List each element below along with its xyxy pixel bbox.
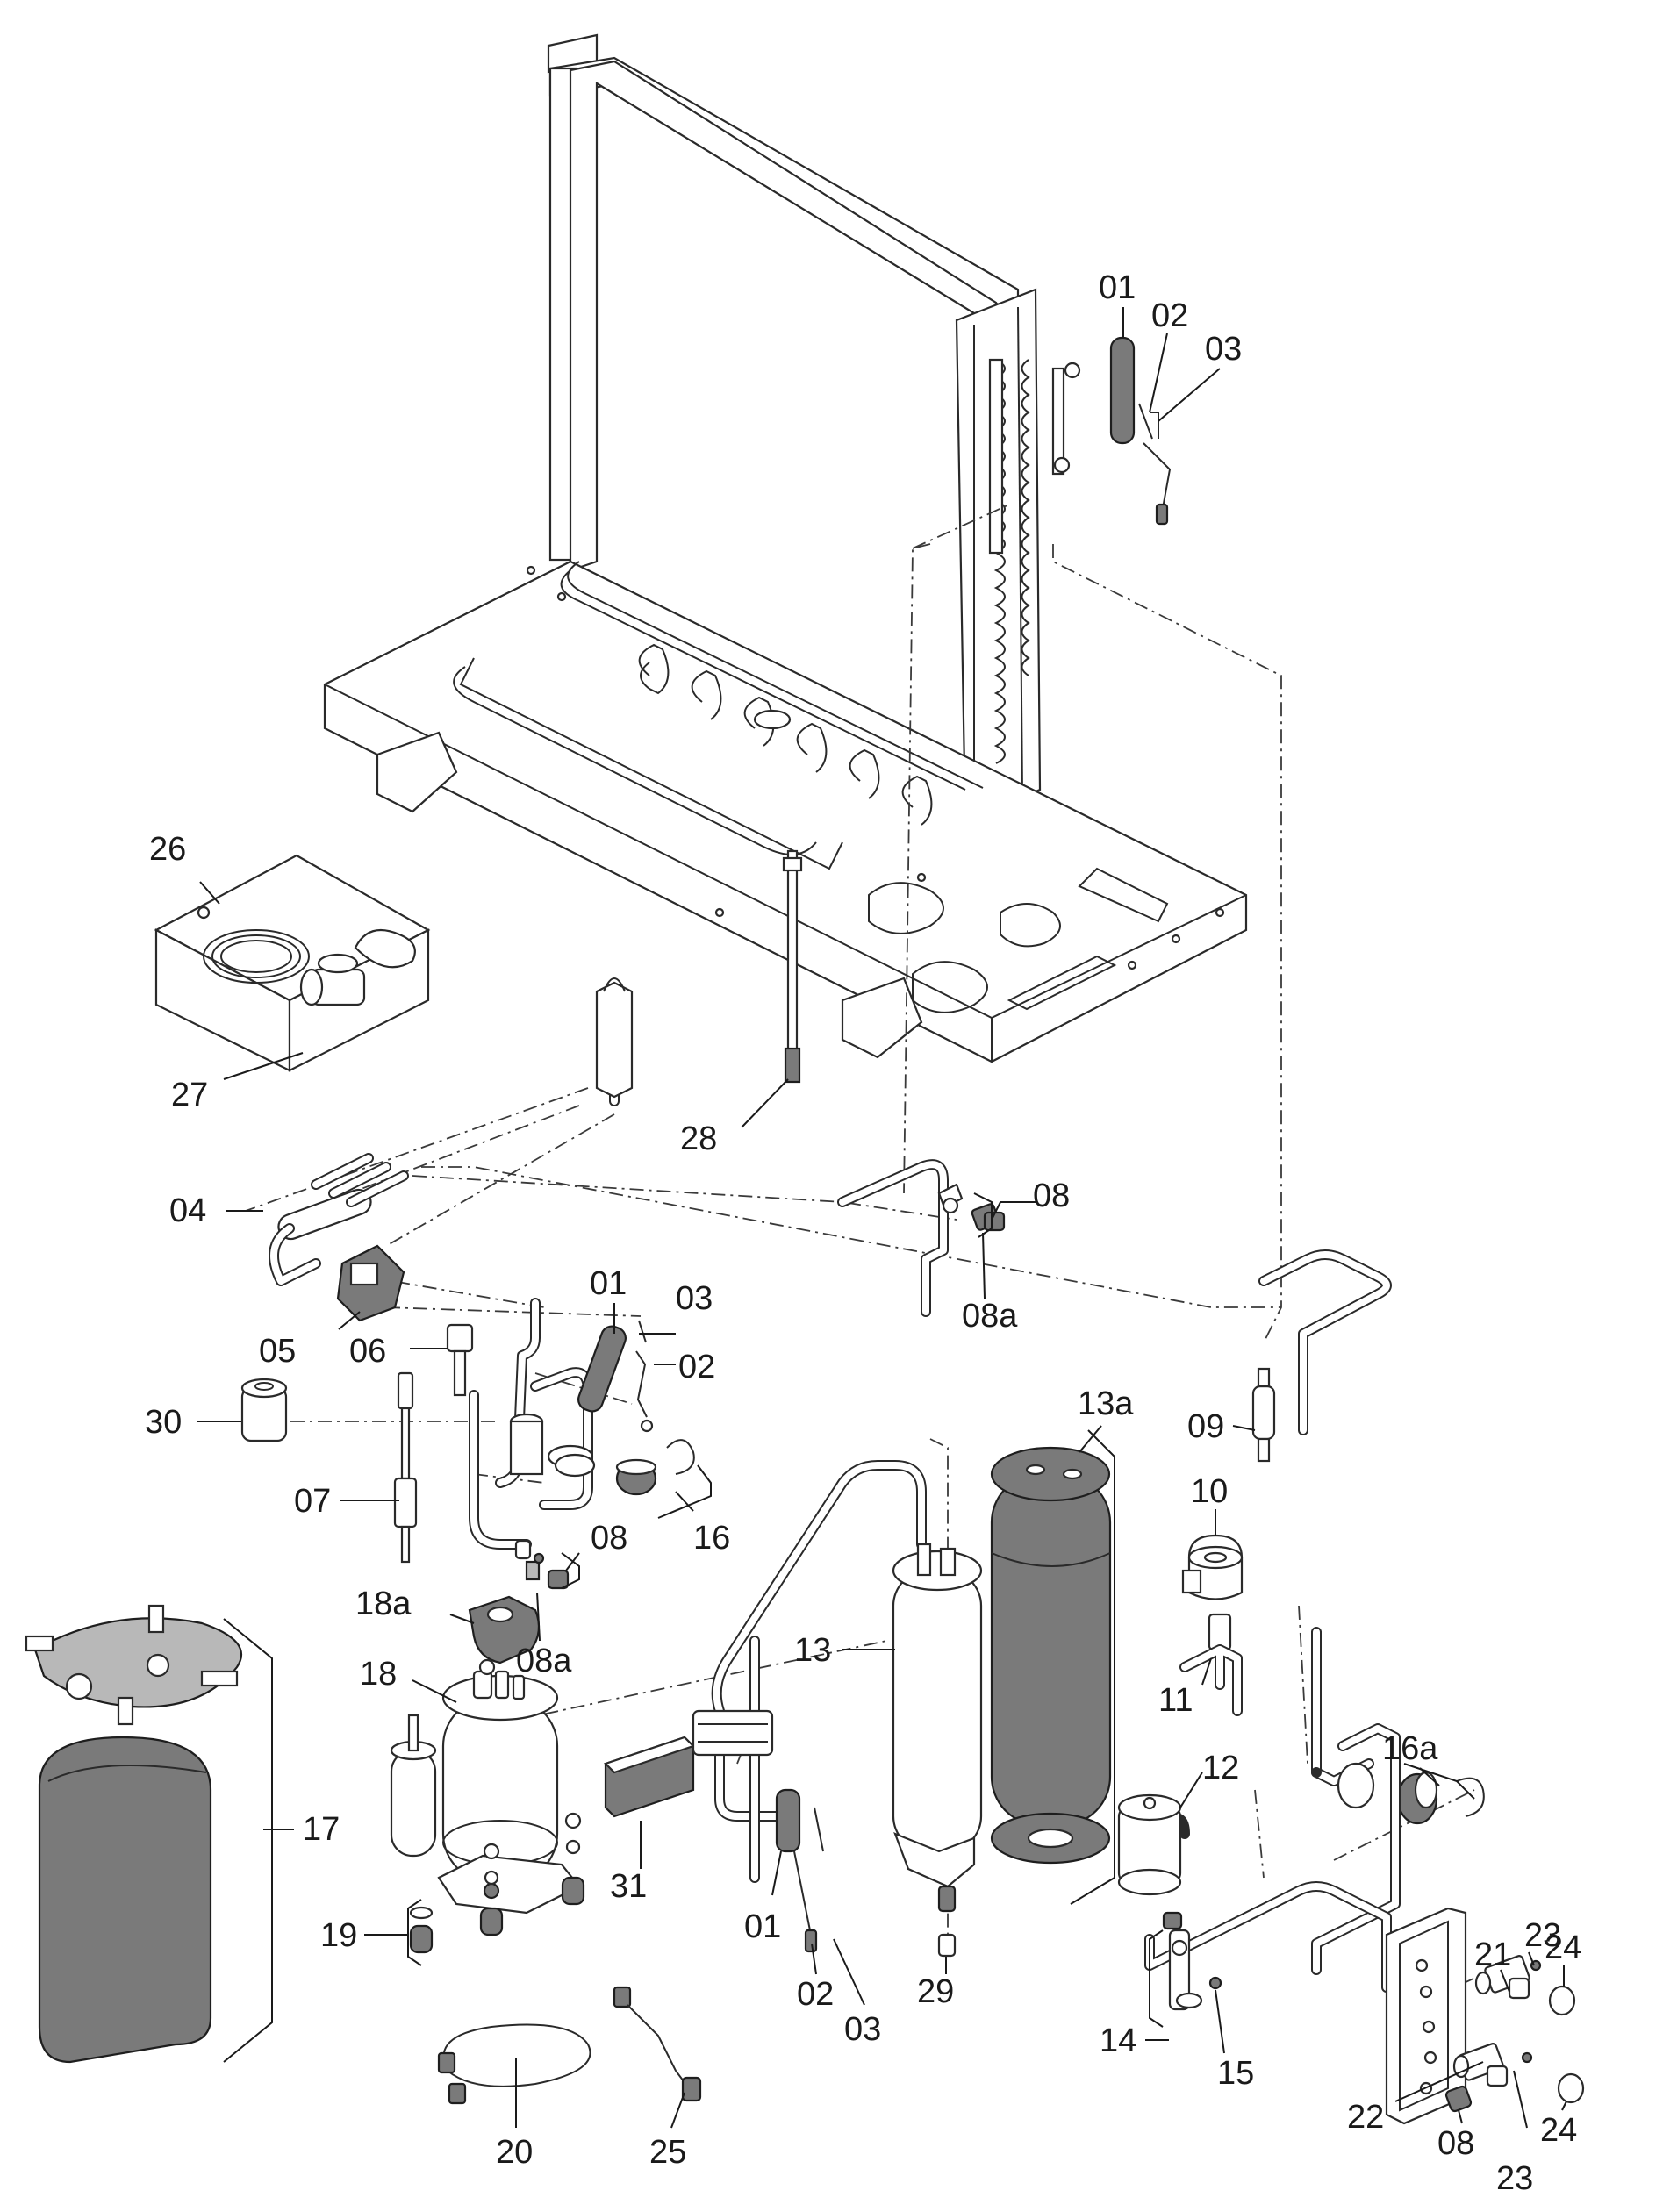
wire-harness-20: [437, 2023, 591, 2105]
terminal-cover-18a: [468, 1595, 541, 1664]
insulation-13a: [990, 1446, 1112, 1865]
right-tubing: [1136, 1627, 1401, 1993]
callout-21: 21: [1474, 1936, 1511, 1973]
callout-08a-upper: 08a: [962, 1298, 1018, 1335]
callout-08-upper: 08: [1033, 1178, 1070, 1214]
callout-08a-mid: 08a: [516, 1643, 572, 1679]
sensor-set-mid: [577, 1320, 654, 1433]
expansion-coil-10: [1181, 1534, 1244, 1600]
callout-labels: 01 02 03 26 27 28 04 08 08a 01 03 02 05 …: [145, 269, 1581, 2197]
callout-02-mid: 02: [678, 1349, 715, 1385]
callout-04: 04: [169, 1192, 206, 1229]
expansion-valve-11: [1179, 1613, 1243, 1716]
compressor-18: [390, 1658, 581, 1915]
callout-11: 11: [1158, 1682, 1193, 1719]
callout-19: 19: [320, 1917, 357, 1954]
callout-08-low: 08: [1437, 2125, 1474, 2162]
callout-13: 13: [794, 1632, 831, 1669]
callout-29: 29: [917, 1973, 954, 2010]
callout-09: 09: [1187, 1408, 1224, 1445]
callout-14: 14: [1100, 2022, 1136, 2059]
reversing-valve-04: [269, 977, 634, 1322]
callout-15: 15: [1217, 2055, 1254, 2092]
callout-13a: 13a: [1078, 1385, 1134, 1422]
sensor-set-low: [775, 1788, 824, 1953]
callout-24-low: 24: [1540, 2112, 1577, 2149]
leader-lines: [197, 307, 1567, 2129]
callout-07: 07: [294, 1483, 331, 1520]
accumulator-12: [1117, 1793, 1182, 1896]
sensor-set-top: [1109, 336, 1172, 526]
callout-01-low: 01: [744, 1908, 781, 1945]
cap-clip-16: [554, 1439, 695, 1496]
callout-02-low: 02: [797, 1976, 834, 2013]
drain-kit-box: [154, 854, 431, 1072]
valve-08-mid: [514, 1539, 570, 1590]
callout-20: 20: [496, 2134, 533, 2171]
insulation-31: [603, 1736, 696, 1818]
callout-10: 10: [1191, 1473, 1228, 1510]
callout-24-top: 24: [1545, 1929, 1581, 1966]
condenser-frame: [547, 33, 1081, 822]
compressor-jacket-17: [25, 1604, 242, 2064]
callout-23-top: 23: [1524, 1917, 1561, 1954]
service-valve-21: [1474, 1955, 1542, 2000]
drain-tube-28: [782, 849, 803, 1084]
callout-22: 22: [1347, 2099, 1384, 2136]
callout-02-top: 02: [1151, 297, 1188, 334]
callout-30: 30: [145, 1404, 182, 1441]
muffler-30: [240, 1378, 288, 1442]
callout-12: 12: [1202, 1750, 1239, 1786]
cap-clip-16a: [1396, 1771, 1485, 1825]
pressure-switch-07: [393, 1371, 418, 1564]
callout-03-low: 03: [844, 2011, 881, 2048]
receiver-13: [892, 1543, 983, 1913]
callout-27: 27: [171, 1077, 208, 1113]
base-pan: [323, 560, 1248, 1063]
suction-tubing: [692, 1460, 927, 1883]
callout-08-mid: 08: [591, 1520, 627, 1557]
callout-28: 28: [680, 1120, 717, 1157]
callout-23-low: 23: [1496, 2160, 1533, 2197]
callout-17: 17: [303, 1811, 340, 1848]
mounts-19: [409, 1812, 585, 1954]
callout-31: 31: [610, 1868, 647, 1905]
wire-harness-25: [613, 1986, 702, 2102]
callout-26: 26: [149, 831, 186, 868]
callout-18a: 18a: [355, 1586, 412, 1622]
callout-01-mid: 01: [590, 1265, 627, 1302]
callout-06: 06: [349, 1333, 386, 1370]
upper-tubing: [469, 1159, 1392, 1581]
callout-25: 25: [649, 2134, 686, 2171]
valve-06: [446, 1323, 474, 1397]
strainer-09: [1251, 1367, 1276, 1463]
bracket-14: [1162, 1911, 1222, 2011]
nut-29: [937, 1933, 957, 1958]
callout-16a: 16a: [1382, 1730, 1438, 1767]
service-valve-22: [1452, 2043, 1533, 2087]
callout-05: 05: [259, 1333, 296, 1370]
callout-01-top: 01: [1099, 269, 1136, 306]
group-brackets: [223, 1192, 1475, 2063]
valve-caps-24: [1548, 1985, 1585, 2104]
valve-08-low: [1444, 2085, 1473, 2113]
callout-18: 18: [360, 1656, 397, 1693]
callout-03-top: 03: [1205, 331, 1242, 368]
callout-03-mid: 03: [676, 1280, 713, 1317]
callout-16: 16: [693, 1520, 730, 1557]
